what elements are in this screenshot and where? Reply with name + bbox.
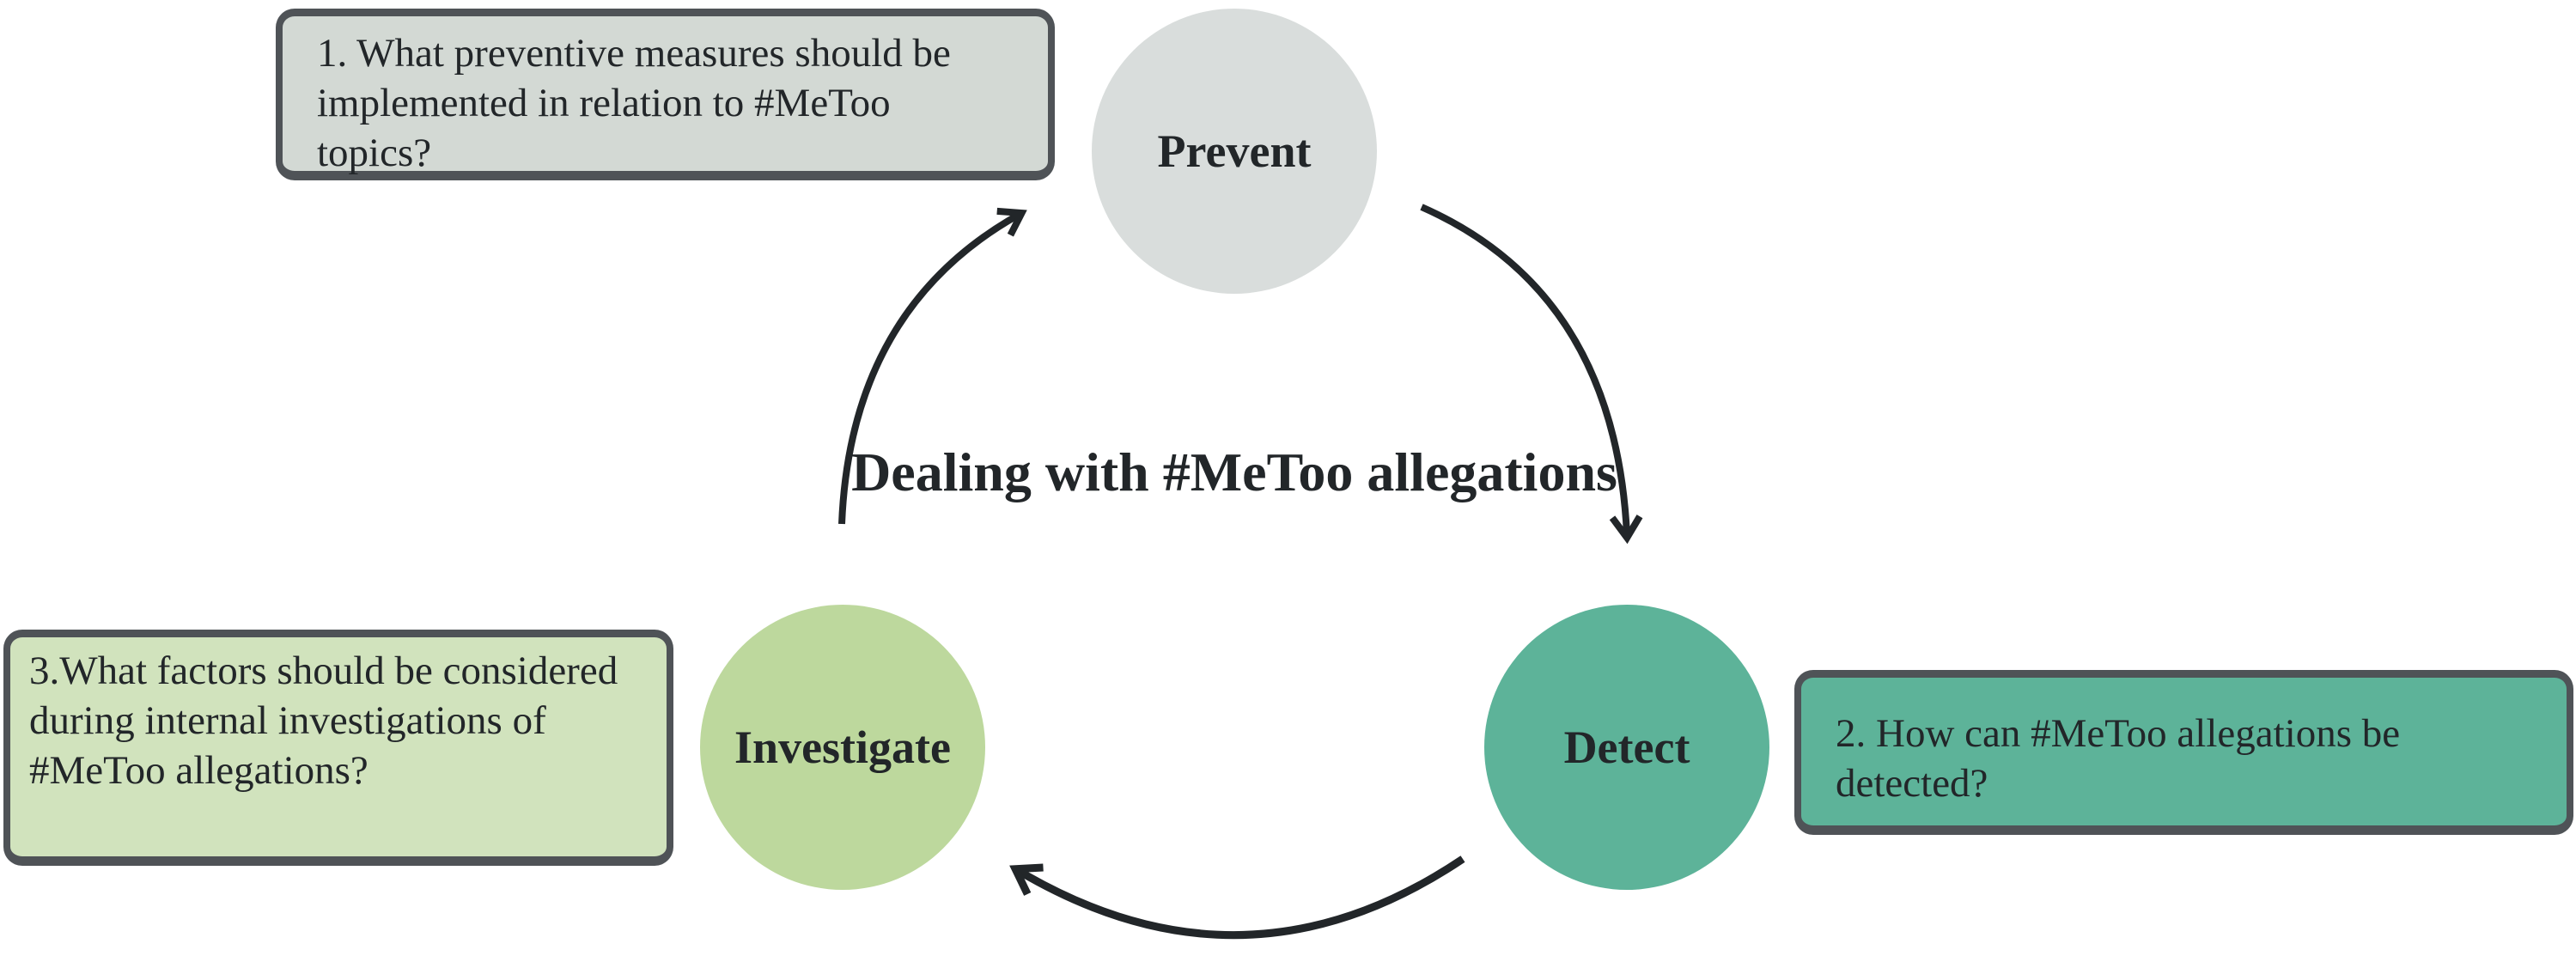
stage-detect: Detect — [1484, 605, 1769, 890]
question-box-detect: 2. How can #MeToo allegations be detecte… — [1794, 670, 2573, 835]
stage-investigate: Investigate — [700, 605, 985, 890]
arrow-prevent-to-detect — [1420, 204, 1643, 545]
stage-prevent: Prevent — [1092, 9, 1377, 294]
arrow-investigate-to-prevent — [838, 207, 1027, 525]
question-text: 1. What preventive measures should be im… — [317, 31, 951, 175]
arrow-detect-to-investigate — [1009, 855, 1465, 940]
stage-label: Investigate — [734, 722, 951, 773]
diagram-title: Dealing with #MeToo allegations — [851, 441, 1617, 502]
stage-label: Prevent — [1157, 125, 1312, 177]
question-text: 2. How can #MeToo allegations be detecte… — [1836, 711, 2401, 806]
question-box-investigate: 3.What factors should be considered duri… — [3, 630, 673, 866]
question-text: 3.What factors should be considered duri… — [29, 648, 618, 793]
question-box-prevent: 1. What preventive measures should be im… — [276, 9, 1055, 180]
stage-label: Detect — [1563, 722, 1690, 773]
